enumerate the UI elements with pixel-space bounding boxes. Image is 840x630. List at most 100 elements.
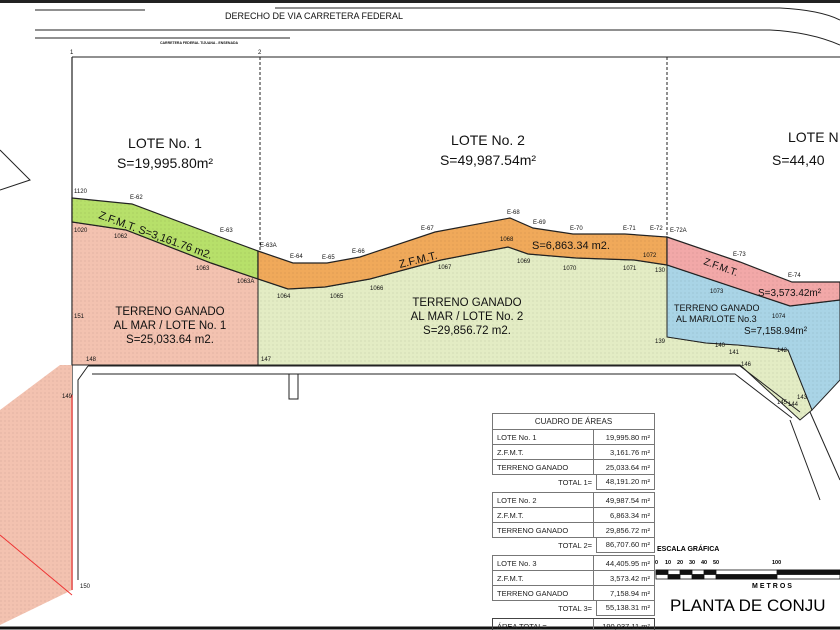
text-label: 55,138.31 m² xyxy=(596,600,655,616)
text-label: 25,033.64 m² xyxy=(605,462,650,472)
text-label: 3,573.42 m² xyxy=(609,573,650,583)
text-label: 139 xyxy=(655,339,666,345)
table-row: TERRENO GANADO 25,033.64 m² xyxy=(492,460,655,475)
text-label: 1074 xyxy=(772,314,786,320)
text-label: 1073 xyxy=(710,289,724,295)
scale-tick: 30 xyxy=(689,560,696,566)
text-label: LOTE No. 2 xyxy=(493,493,594,507)
text-label: 48,191.20 m² xyxy=(596,474,655,490)
text-label: 151 xyxy=(74,314,85,320)
right-of-way-label: DERECHO DE VIA CARRETERA FEDERAL xyxy=(225,11,403,21)
text-label: E-72 xyxy=(650,226,663,232)
lote-3-area: S=44,40 xyxy=(772,152,825,168)
text-label: 29,856.72 m² xyxy=(605,525,650,535)
text-label: 1066 xyxy=(370,286,384,292)
text-label: 150 xyxy=(80,584,91,590)
text-label: 144 xyxy=(788,402,799,408)
text-label: E-67 xyxy=(421,226,434,232)
text-label: 3,161.76 m² xyxy=(609,447,650,457)
text-label: 141 xyxy=(729,350,740,356)
text-label: 1065 xyxy=(330,294,344,300)
road-lines xyxy=(0,0,840,590)
scale-tick: 10 xyxy=(665,560,672,566)
boardwalk xyxy=(77,365,840,580)
terreno-1-line1: TERRENO GANADO xyxy=(115,306,224,318)
highway-label: CARRETERA FEDERAL TIJUANA - ENSENADA xyxy=(160,41,239,45)
text-label: E-63 xyxy=(220,228,233,234)
zfmt-lote-2-area: S=6,863.34 m2. xyxy=(532,240,610,252)
text-label: 140 xyxy=(715,343,726,349)
text-label: TOTAL 1= xyxy=(558,477,592,487)
text-label: LOTE No. 3 xyxy=(493,556,594,570)
text-label: 1071 xyxy=(623,266,637,272)
text-label: E-66 xyxy=(352,249,365,255)
text-label: TERRENO GANADO xyxy=(493,586,594,600)
text-label: TERRENO GANADO xyxy=(493,523,594,537)
text-label: 44,405.95 m² xyxy=(605,558,650,568)
text-label: 2 xyxy=(258,50,262,56)
table-row: Z.F.M.T.3,573.42 m² xyxy=(492,571,655,586)
scale-tick: 100 xyxy=(772,560,782,566)
terreno-2-line1: TERRENO GANADO xyxy=(412,297,521,309)
scale-tick: 20 xyxy=(677,560,684,566)
text-label: 146 xyxy=(741,362,752,368)
terreno-1-line2: AL MAR / LOTE No. 1 xyxy=(114,320,227,332)
text-label: 7,158.94 m² xyxy=(609,588,650,598)
text-label: 86,707.60 m² xyxy=(596,537,655,553)
table-total-row: TOTAL 1= 48,191.20 m² xyxy=(492,474,655,490)
terreno-3-line2: AL MAR/LOTE No.3 xyxy=(676,314,757,324)
text-label: Z.F.M.T. xyxy=(493,508,594,522)
zfmt-lote-3-area: S=3,573.42m² xyxy=(758,288,822,299)
text-label: 1063A xyxy=(237,279,254,285)
text-label: 1068 xyxy=(500,237,514,243)
text-label: E-72A xyxy=(670,228,687,234)
text-label: 1072 xyxy=(643,253,657,259)
scale-title: ESCALA GRÁFICA xyxy=(657,546,720,553)
plan-title: PLANTA DE CONJU xyxy=(670,596,826,615)
text-label: ÁREA TOTAL= xyxy=(493,619,594,630)
table-row: Z.F.M.T. 6,863.34 m² xyxy=(492,508,655,523)
scale-tick: 40 xyxy=(701,560,708,566)
terreno-3-line1: TERRENO GANADO xyxy=(674,303,760,313)
text-label: 148 xyxy=(86,357,97,363)
text-label: E-68 xyxy=(507,210,520,216)
text-label: 190,037.11 m² xyxy=(602,621,650,630)
text-label: 19,995.80 m² xyxy=(605,432,650,442)
table-row: TERRENO GANADO 7,158.94 m² xyxy=(492,586,655,601)
text-label: 1069 xyxy=(517,259,531,265)
scale-unit: METROS xyxy=(752,583,794,590)
text-label: E-70 xyxy=(570,226,583,232)
scale-tick: 0 xyxy=(655,560,659,566)
text-label: 1 xyxy=(70,50,74,56)
text-label: TERRENO GANADO xyxy=(493,460,594,474)
lote-2-title: LOTE No. 2 xyxy=(451,132,525,148)
areas-table-title: CUADRO DE ÁREAS xyxy=(492,413,655,430)
text-label: 49,987.54 m² xyxy=(605,495,650,505)
lote-2-area: S=49,987.54m² xyxy=(440,152,536,168)
terreno-lote-1-area xyxy=(71,221,259,366)
text-label: E-69 xyxy=(533,220,546,226)
text-label: 1067 xyxy=(438,265,452,271)
text-label: Z.F.M.T. xyxy=(493,445,594,459)
lote-3-title: LOTE N xyxy=(788,129,839,145)
text-label: TOTAL 3= xyxy=(558,603,592,613)
text-label: 143 xyxy=(797,395,808,401)
table-row: LOTE No. 1 19,995.80 m² xyxy=(492,430,655,445)
table-row: TERRENO GANADO 29,856.72 m² xyxy=(492,523,655,538)
text-label: 1020 xyxy=(74,228,88,234)
text-label: 130 xyxy=(655,268,666,274)
scale-tick: 50 xyxy=(713,560,720,566)
text-label: E-63A xyxy=(260,243,277,249)
text-label: 149 xyxy=(62,394,73,400)
terreno-2-line3: S=29,856.72 m2. xyxy=(423,325,511,337)
zfmt-lote-3-area xyxy=(666,236,840,307)
lote-1-area: S=19,995.80m² xyxy=(117,155,213,171)
scale-bar xyxy=(655,569,840,580)
text-label: 6,863.34 m² xyxy=(609,510,650,520)
text-label: LOTE No. 1 xyxy=(493,430,594,444)
text-label: E-65 xyxy=(322,255,335,261)
terreno-1-line3: S=25,033.64 m2. xyxy=(126,334,214,346)
areas-table: CUADRO DE ÁREAS LOTE No. 1 19,995.80 m² Z… xyxy=(492,413,655,630)
terreno-3-line3: S=7,158.94m² xyxy=(744,326,808,337)
